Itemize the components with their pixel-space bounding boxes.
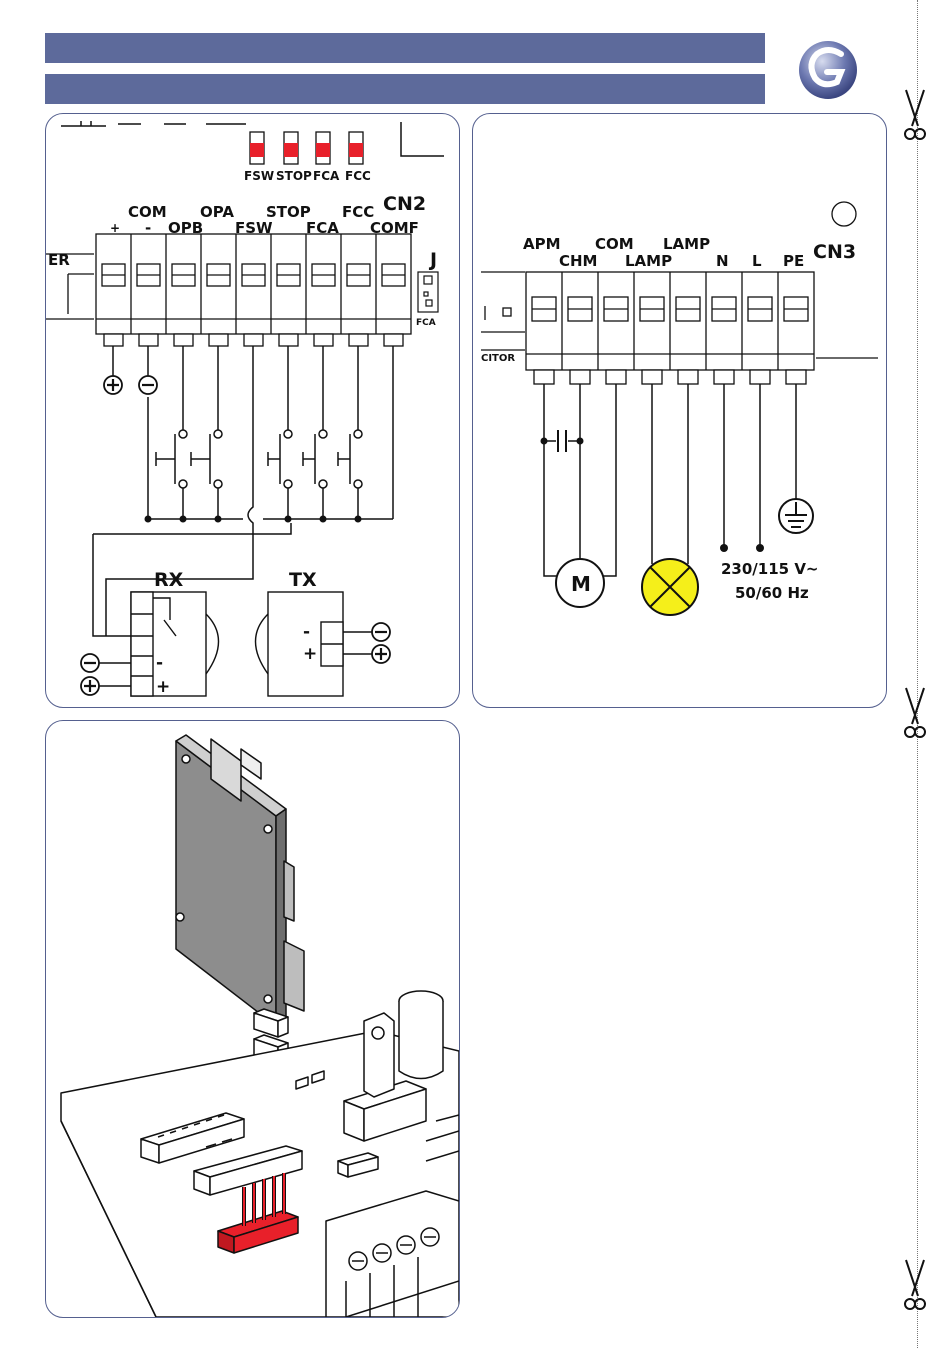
- led-fsw: [250, 132, 264, 164]
- rx-title: RX: [154, 569, 184, 591]
- scissors-icon: [900, 686, 930, 742]
- mounting-bracket: [364, 1013, 394, 1097]
- motor-label: M: [571, 572, 591, 596]
- terminal-label-n: N: [716, 252, 729, 270]
- terminal-label-com: COM: [595, 235, 634, 253]
- cn3-diagram: APM CHM COM LAMP LAMP N L PE CN3 CITOR: [473, 114, 886, 707]
- cn3-terminal-block: [526, 272, 814, 384]
- minus-terminal: [139, 376, 157, 394]
- capacitor-side-label: CITOR: [481, 353, 515, 364]
- pushbutton-fca: [303, 430, 327, 488]
- connector-label-cn2: CN2: [383, 193, 426, 215]
- tx-minus-terminal: [372, 623, 390, 641]
- line-supply-dot: [756, 544, 764, 552]
- led-label-fca: FCA: [313, 169, 340, 183]
- ground-icon: [779, 499, 813, 533]
- capacitor-component: [399, 991, 443, 1079]
- pushbutton-opb: [156, 430, 187, 488]
- led-stop: [284, 132, 298, 164]
- jumper-sublabel: FCA: [416, 318, 436, 328]
- supply-voltage: 230/115 V~: [721, 560, 819, 578]
- plus-terminal: [104, 376, 122, 394]
- rx-minus-terminal: [81, 654, 99, 672]
- terminal-label-opa: OPA: [200, 203, 234, 221]
- led-label-fsw: FSW: [244, 169, 274, 183]
- terminal-label-apm: APM: [523, 235, 561, 253]
- pushbutton-opa: [191, 430, 222, 488]
- cn3-wiring-panel: APM CHM COM LAMP LAMP N L PE CN3 CITOR: [472, 113, 887, 708]
- cut-line: [917, 0, 918, 1348]
- rx-minus: -: [156, 653, 163, 673]
- terminal-label-lamp-b: LAMP: [663, 235, 710, 253]
- cn2-pushbuttons: [156, 430, 362, 488]
- led-row: [250, 132, 363, 164]
- rx-plus-terminal: [81, 677, 99, 695]
- terminal-label-chm: CHM: [559, 252, 598, 270]
- lamp-icon: [642, 559, 698, 615]
- terminal-label-pe: PE: [783, 252, 804, 270]
- terminal-label-plus: +: [110, 221, 120, 235]
- capacitor-icon: [541, 430, 584, 452]
- mounting-hole: [832, 202, 856, 226]
- supply-frequency: 50/60 Hz: [735, 584, 809, 602]
- neutral-supply-dot: [720, 544, 728, 552]
- led-fca: [316, 132, 330, 164]
- pushbutton-fcc: [338, 430, 362, 488]
- led-fcc: [349, 132, 363, 164]
- jumper-label: J: [428, 249, 437, 271]
- brand-logo: [795, 40, 865, 104]
- scissors-icon: [900, 88, 930, 144]
- rx-device: [131, 592, 219, 696]
- terminal-label-lamp-a: LAMP: [625, 252, 672, 270]
- connector-label-cn3: CN3: [813, 241, 856, 263]
- tx-plus: +: [303, 644, 317, 664]
- scissors-icon: [900, 1258, 930, 1314]
- cn2-diagram: FSW STOP FCA FCC + COM - OPB OPA FSW STO…: [46, 114, 459, 707]
- header-bar-bottom: [45, 74, 765, 104]
- tx-title: TX: [289, 569, 317, 591]
- led-label-stop: STOP: [276, 169, 312, 183]
- rx-leads: [99, 663, 131, 686]
- jumper-j: [418, 272, 438, 312]
- cn2-terminal-block: [46, 234, 411, 346]
- board-illustration: [46, 721, 459, 1317]
- receiver-installation-panel: [45, 720, 460, 1318]
- tx-minus: -: [303, 622, 310, 642]
- led-label-fcc: FCC: [345, 169, 371, 183]
- pushbutton-stop: [268, 430, 292, 488]
- rx-plus: +: [156, 677, 170, 697]
- cn2-wiring-panel: FSW STOP FCA FCC + COM - OPB OPA FSW STO…: [45, 113, 460, 708]
- terminal-label-stop: STOP: [266, 203, 311, 221]
- terminal-label-l: L: [752, 252, 762, 270]
- header-bar-top: [45, 33, 765, 63]
- tx-plus-terminal: [372, 645, 390, 663]
- receiver-card: [176, 735, 304, 1026]
